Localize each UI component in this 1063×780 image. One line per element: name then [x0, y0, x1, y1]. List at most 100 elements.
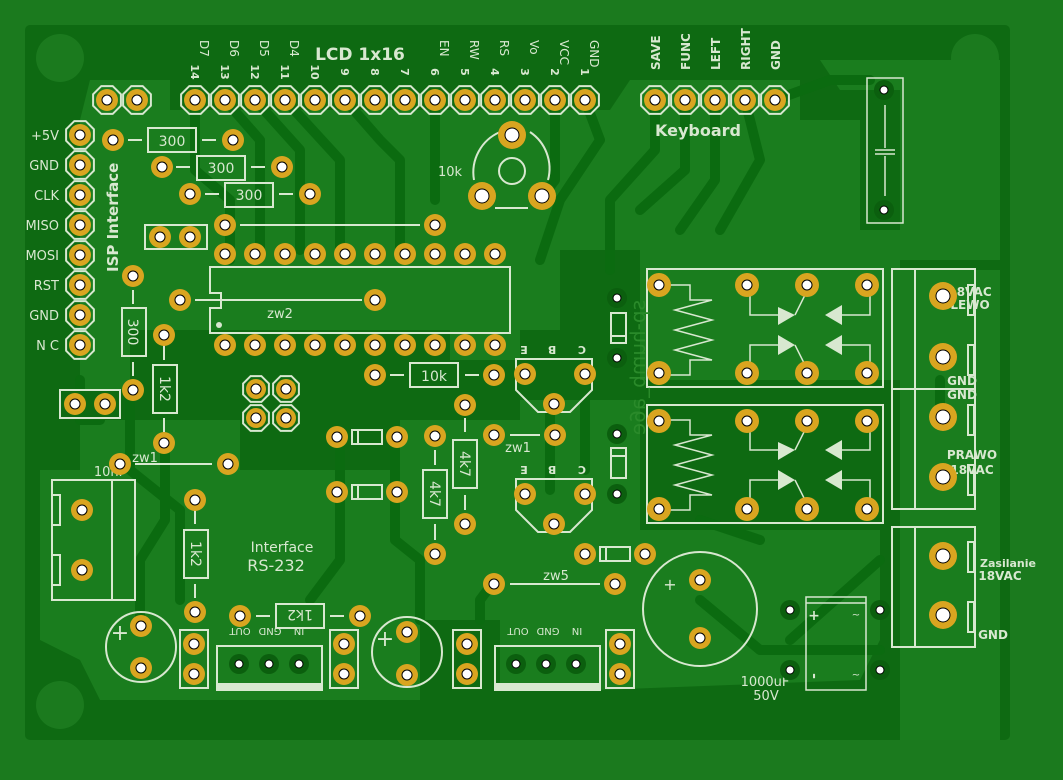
pad — [130, 615, 152, 637]
keyboard-pin-save — [640, 85, 670, 115]
pad — [386, 481, 408, 503]
terminal-label-18vac-lewo: 18VAC — [948, 285, 991, 299]
via — [780, 660, 800, 680]
lcd-pin-number: 4 — [488, 68, 501, 76]
relay-pin — [795, 497, 819, 521]
rs232-label-line2: RS-232 — [247, 556, 305, 575]
keyboard-pin-right — [730, 85, 760, 115]
lcd-pin-name: Vo — [527, 40, 541, 55]
terminal-label-18vac-prawo: 18VAC — [950, 463, 993, 477]
header-pin — [92, 85, 122, 115]
lcd-pin-12 — [240, 85, 270, 115]
header-2pin-bottom-c-outline — [452, 629, 482, 689]
via — [229, 654, 249, 674]
terminal-pin — [929, 463, 957, 491]
transistor-1: E B C — [515, 343, 593, 413]
header-2pin-top — [92, 85, 152, 115]
lcd-pin-name: D7 — [197, 40, 211, 57]
pad — [183, 633, 205, 655]
lcd-pin-3 — [510, 85, 540, 115]
svg-text:OUT: OUT — [506, 625, 528, 636]
pot-pin — [468, 182, 496, 210]
svg-text:C: C — [578, 463, 586, 476]
pad — [326, 481, 348, 503]
bridge-rectifier: + ~ - ~ — [805, 596, 867, 691]
resistor-r1k2b: 1k2 — [183, 510, 209, 598]
via — [607, 424, 627, 444]
pad — [609, 663, 631, 685]
regulator-2: OUT GND IN — [494, 625, 601, 691]
lcd-pin-number: 14 — [188, 64, 201, 80]
keyboard-title: Keyboard — [655, 121, 741, 140]
relay-pin — [647, 273, 671, 297]
ic-label: zw2 — [267, 307, 293, 322]
svg-text:IN: IN — [294, 625, 304, 636]
via — [289, 654, 309, 674]
keyboard-pin-label: GND — [769, 40, 783, 70]
isp-pin-label: N C — [36, 339, 59, 354]
lcd-pin-name: GND — [587, 40, 601, 68]
pad — [64, 393, 86, 415]
mounting-hole-bl — [36, 681, 84, 729]
ic-pin — [424, 243, 446, 265]
ic-pin — [274, 243, 296, 265]
header-2pin-left-outline — [59, 389, 121, 419]
lcd-pin-4 — [480, 85, 510, 115]
cap-main-value: 1000uF — [741, 675, 790, 690]
terminal-label-zasilanie: Zasilanie — [980, 557, 1036, 570]
pad — [454, 513, 476, 535]
svg-text:zw1: zw1 — [132, 451, 158, 466]
keyboard-pin-label: SAVE — [649, 35, 663, 70]
pad — [574, 363, 596, 385]
svg-text:B: B — [548, 463, 556, 476]
header-2pin-bottom-b-outline — [329, 629, 359, 689]
ic-dip20: zw2 — [195, 266, 511, 334]
pad — [543, 513, 565, 535]
isp-pin — [65, 300, 95, 330]
lcd-pin-name: D6 — [227, 40, 241, 57]
lcd-title: LCD 1x16 — [315, 45, 405, 65]
quad-pin — [272, 375, 300, 403]
svg-text:+: + — [111, 621, 129, 646]
pad — [122, 265, 144, 287]
lcd-pin-number: 10 — [308, 64, 321, 80]
header-2pin-bottom-d-outline — [605, 629, 635, 689]
transistor-2: E B C — [515, 463, 593, 533]
resistor-r4k7a: 4k7 — [452, 418, 478, 510]
diode-5 — [610, 447, 627, 479]
relay-pin — [647, 361, 671, 385]
jumper-zw1-right: zw1 — [505, 434, 540, 456]
pad — [456, 633, 478, 655]
pad — [483, 424, 505, 446]
mirrored-bottom-text: sp-humb_a6e — [626, 300, 650, 435]
resistor-r1k2c: 1k2 — [256, 603, 344, 629]
lcd-pin-name: D5 — [257, 40, 271, 57]
pad — [183, 663, 205, 685]
pad — [184, 489, 206, 511]
pad — [424, 425, 446, 447]
via — [566, 654, 586, 674]
isp-pin-label: GND — [29, 159, 59, 174]
terminal-label-18vac-supply: 18VAC — [978, 569, 1021, 583]
lcd-pin-number: 3 — [518, 68, 531, 76]
pad — [543, 393, 565, 415]
terminal-label-lewo: LEWO — [950, 298, 989, 312]
relay-pin — [647, 409, 671, 433]
lcd-pin-9 — [330, 85, 360, 115]
diode-2 — [351, 484, 383, 500]
relay-pin — [855, 497, 879, 521]
pad — [333, 633, 355, 655]
lcd-pin-number: 1 — [578, 68, 591, 76]
svg-text:E: E — [520, 463, 528, 476]
terminal-label-gnd-supply: GND — [978, 628, 1008, 642]
lcd-pin-name: VCC — [557, 40, 571, 65]
pad — [396, 621, 418, 643]
svg-text:~: ~ — [852, 610, 860, 621]
ic-pin — [244, 334, 266, 356]
relay-pin — [647, 497, 671, 521]
pad — [229, 605, 251, 627]
pad — [214, 214, 236, 236]
svg-text:IN: IN — [572, 625, 582, 636]
pad — [184, 601, 206, 623]
